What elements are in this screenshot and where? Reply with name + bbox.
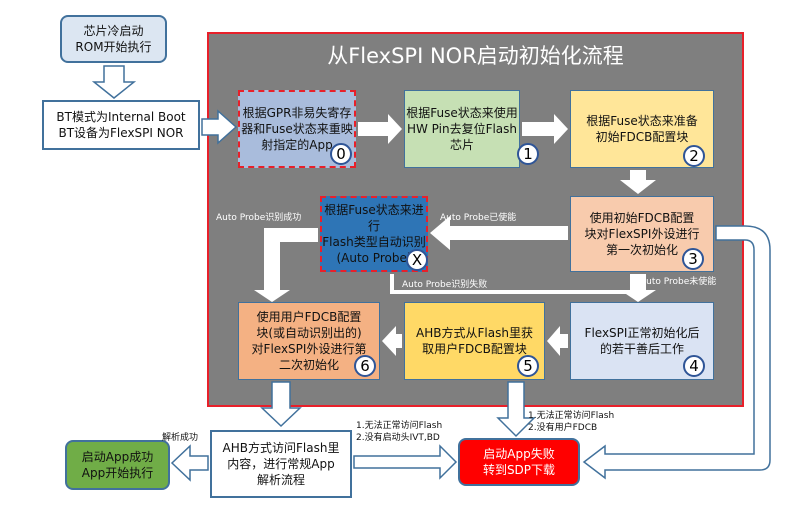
arrow-bt-step0 (201, 109, 238, 145)
arrow-start-bt (91, 65, 137, 99)
fail-node: 启动App失败 转到SDP下载 (458, 438, 580, 486)
start-node: 芯片冷启动 ROM开始执行 (60, 15, 167, 63)
arrow-step0-step1 (358, 114, 402, 144)
bt-mode-node: BT模式为Internal Boot BT设备为FlexSPI NOR (42, 100, 200, 150)
step1-node: 根据Fuse状态来使用 HW Pin去复位Flash 芯片 (404, 90, 520, 168)
step4-node: FlexSPI正常初始化后 的若干善后工作 (570, 302, 714, 380)
arrow-step5-step6 (382, 326, 402, 356)
step2-badge: 2 (683, 145, 705, 167)
label-probe-success: Auto Probe识别成功 (216, 213, 302, 223)
label-fail-reason-a: 1.无法正常访问Flash 2.没有启动头IVT,BD (356, 421, 443, 443)
label-probe-enabled: Auto Probe已使能 (440, 213, 517, 223)
success-node: 启动App成功 App开始执行 (65, 440, 170, 490)
stepX-badge: X (406, 249, 428, 271)
arrow-step2-step3 (620, 170, 656, 194)
parse-node: AHB方式访问Flash里 内容，进行常规App 解析流程 (210, 430, 352, 498)
label-parse-success: 解析成功 (162, 433, 199, 443)
arrow-stepX-step4 (390, 274, 630, 294)
label-probe-disabled: Auto Probe未使能 (640, 277, 717, 287)
arrow-step5-fail (496, 381, 536, 438)
step6-node: 使用用户FDCB配置 块(或自动识别出的) 对FlexSPI外设进行第 二次初始… (238, 302, 380, 380)
arrow-step6-parse (260, 381, 302, 428)
label-probe-fail: Auto Probe识别失败 (402, 280, 488, 290)
arrow-parse-success (170, 444, 209, 482)
arrow-step1-step2 (522, 114, 568, 144)
step3-badge: 3 (682, 248, 704, 270)
step1-badge: 1 (517, 143, 539, 165)
panel-title: 从FlexSPI NOR启动初始化流程 (327, 44, 624, 68)
arrow-step3-step4 (620, 274, 656, 302)
arrow-parse-fail (353, 444, 458, 480)
arrow-step3-fail (582, 225, 771, 480)
step6-badge: 6 (354, 355, 376, 377)
arrow-step3-stepX (430, 216, 568, 250)
step4-badge: 4 (683, 355, 705, 377)
step0-badge: 0 (330, 143, 352, 165)
label-fail-reason-b: 1.无法正常访问Flash 2.没有用户FDCB (528, 411, 615, 433)
arrow-step4-step5 (547, 326, 568, 356)
arrow-stepX-step6 (254, 228, 318, 302)
step5-badge: 5 (517, 355, 539, 377)
